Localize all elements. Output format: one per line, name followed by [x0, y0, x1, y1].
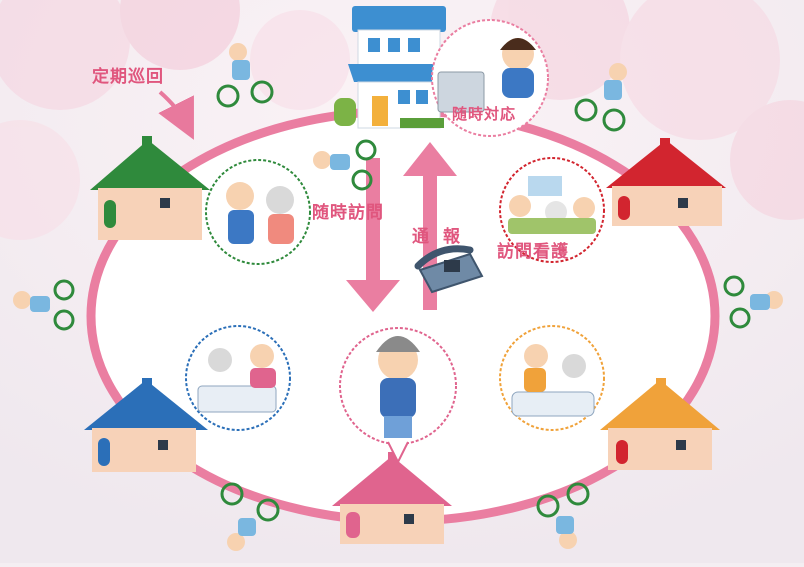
house-pink: [332, 452, 452, 544]
house-red: [606, 138, 726, 226]
cyclist-top-left: [216, 43, 274, 108]
cyclist-bottom-right: [536, 482, 590, 549]
cyclist-top-right: [574, 63, 627, 132]
house-orange: [600, 378, 720, 470]
bed-care-bubble: [185, 325, 291, 431]
house-blue: [84, 378, 208, 472]
nursing-visit-bubble: [499, 157, 605, 263]
cherry-blossom-background: [0, 0, 804, 240]
cyclist-center: [313, 139, 377, 191]
visiting-nursing-label: 訪問看護: [497, 242, 569, 262]
elderly-person-bubble: [339, 327, 457, 465]
cyclist-bottom-left: [220, 482, 280, 551]
regular-rounds-label: 定期巡回: [92, 67, 164, 87]
cyclist-right: [723, 275, 783, 329]
bathing-bubble: [499, 325, 605, 431]
operator-bubble: [431, 19, 549, 137]
care-office-building: [334, 6, 452, 129]
on-demand-response-label: 随時対応: [452, 105, 517, 123]
toilet-assist-bubble: [205, 159, 311, 265]
visit-arrow-down: [346, 158, 400, 312]
house-green: [90, 136, 210, 240]
cyclist-left: [13, 279, 75, 331]
rounds-pointer-arrow: [158, 90, 194, 140]
report-label: 通報: [412, 227, 474, 247]
telephone-icon: [414, 245, 484, 294]
on-demand-visit-label: 随時訪問: [312, 203, 384, 223]
